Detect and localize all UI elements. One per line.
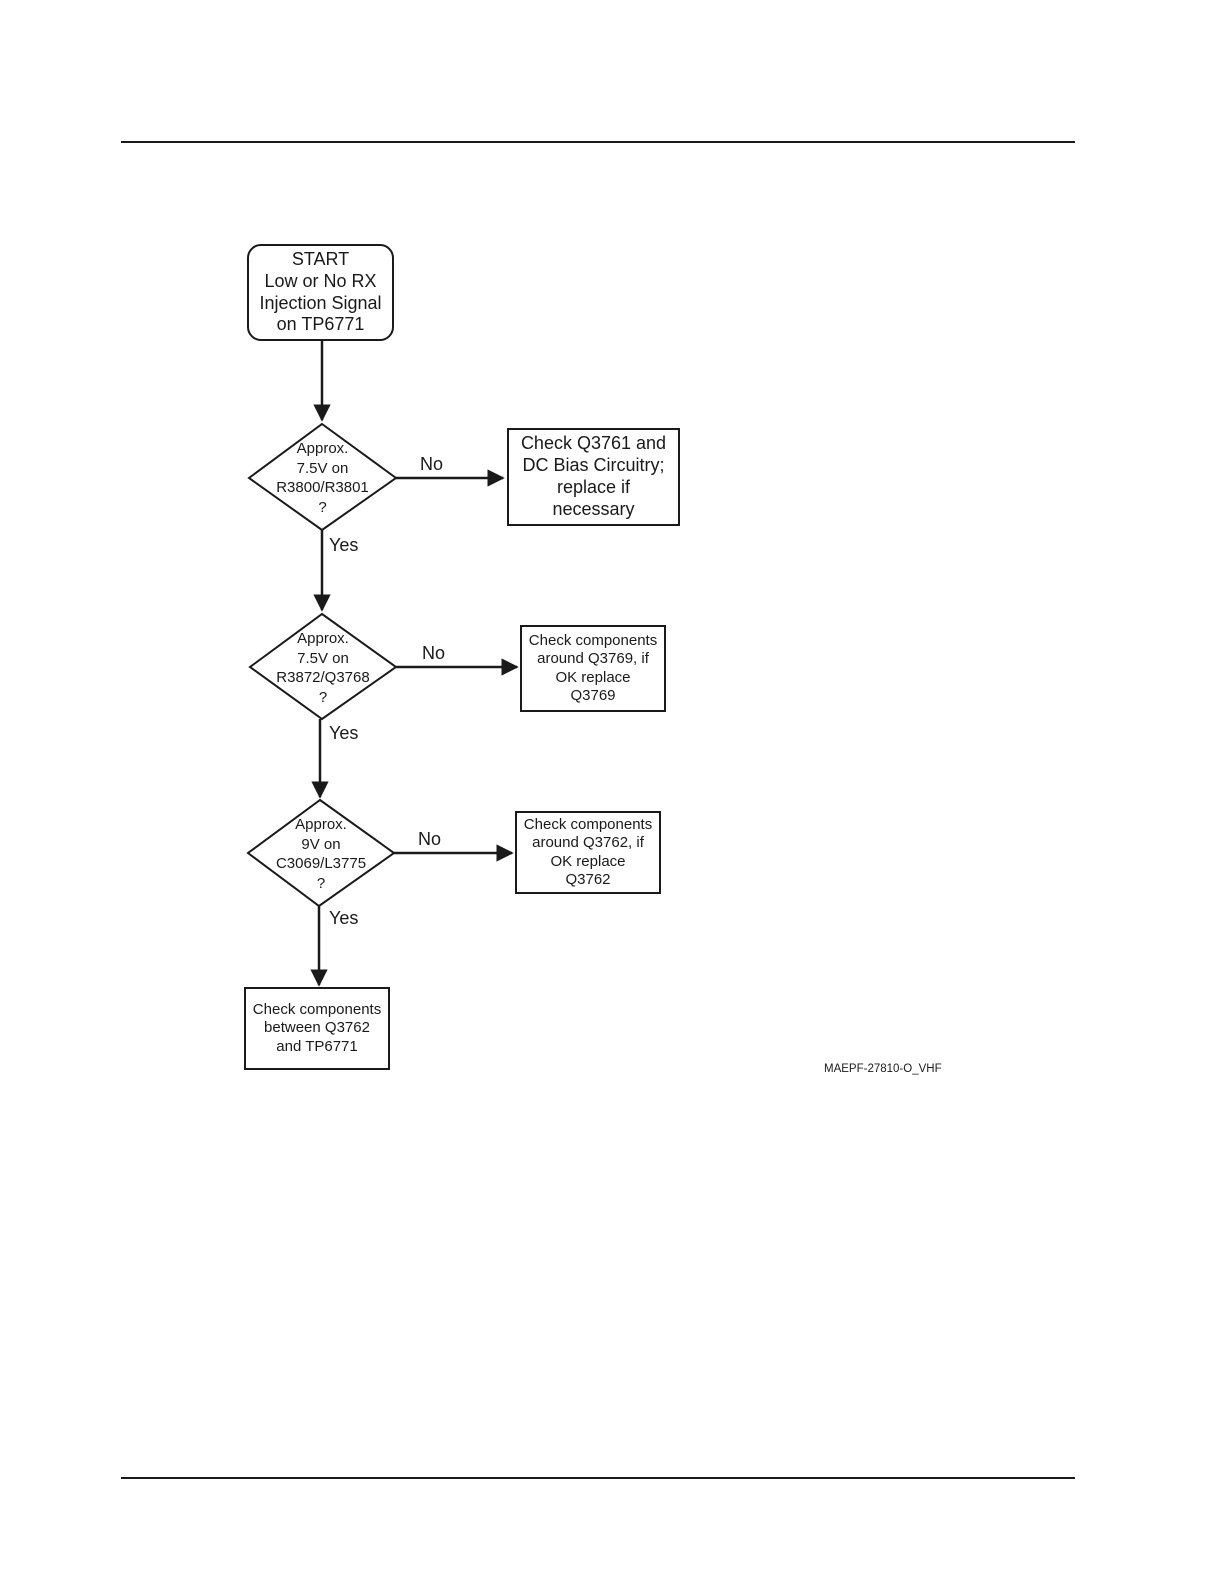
decision-3-text: Approx. 9V on C3069/L3775 ? bbox=[275, 816, 367, 892]
decision-1-diamond bbox=[247, 422, 398, 532]
header-rule bbox=[121, 141, 1075, 143]
yes-label-1: Yes bbox=[329, 535, 359, 555]
yes-label-2: Yes bbox=[329, 723, 359, 743]
end-box: Check components between Q3762 and TP677… bbox=[244, 987, 390, 1070]
action-box-3: Check components around Q3762, if OK rep… bbox=[515, 811, 661, 894]
yes-label-3: Yes bbox=[329, 908, 359, 928]
decision-2-diamond bbox=[248, 612, 398, 721]
action-box-2: Check components around Q3769, if OK rep… bbox=[520, 625, 666, 712]
no-label-3: No bbox=[418, 829, 442, 849]
figure-id: MAEPF-27810-O_VHF bbox=[824, 1063, 942, 1075]
no-label-2: No bbox=[422, 643, 446, 663]
action-box-1: Check Q3761 and DC Bias Circuitry; repla… bbox=[507, 428, 680, 526]
decision-3-diamond bbox=[246, 798, 396, 908]
decision-2-text: Approx. 7.5V on R3872/Q3768 ? bbox=[276, 630, 370, 706]
start-terminal: START Low or No RX Injection Signal on T… bbox=[247, 244, 394, 341]
footer-rule bbox=[121, 1477, 1075, 1479]
decision-1-text: Approx. 7.5V on R3800/R3801 ? bbox=[276, 440, 369, 516]
no-label-1: No bbox=[420, 454, 444, 474]
